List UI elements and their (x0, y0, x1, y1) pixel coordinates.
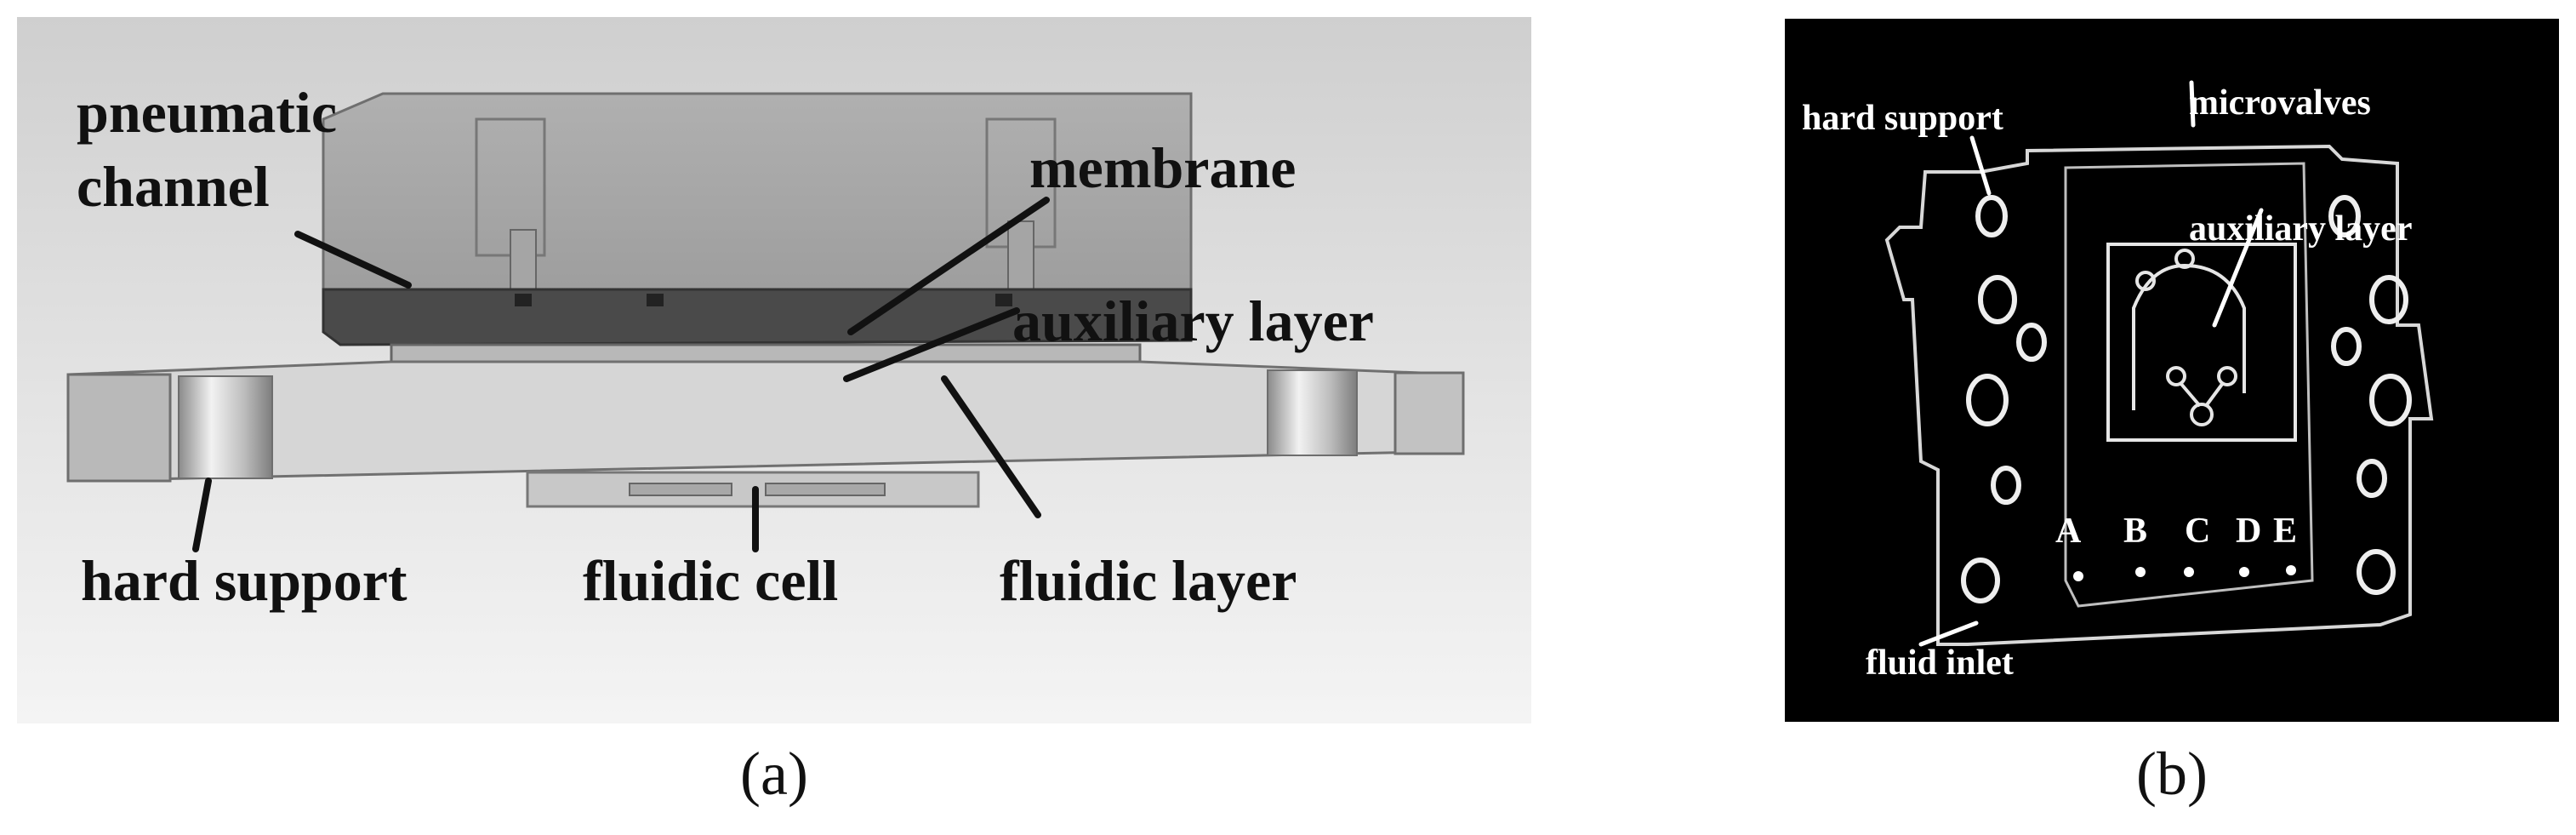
label-microvalves: microvalves (2189, 83, 2371, 123)
label-auxiliary-layer: auxiliary layer (1012, 289, 1374, 353)
label-auxiliary-layer-b: auxiliary layer (2189, 209, 2412, 249)
chip-outline (1884, 144, 2434, 646)
panel-a-cad-render: pneumatic channel membrane auxiliary lay… (17, 17, 1531, 723)
leader-auxiliary-layer-b (2212, 208, 2264, 328)
label-pneumatic-line1: pneumatic (77, 80, 337, 145)
label-inlet-e: E (2273, 512, 2297, 551)
mounting-holes (1961, 195, 2412, 603)
leader-membrane (847, 197, 1050, 335)
fluid-inlet-holes (2073, 565, 2296, 581)
cad-render-svg: pneumatic channel membrane auxiliary lay… (17, 17, 1531, 723)
leader-microvalves (2189, 80, 2196, 128)
label-inlet-a: A (2055, 512, 2082, 551)
label-pneumatic-line2: channel (77, 154, 270, 219)
label-hard-support-b: hard support (1802, 99, 2003, 138)
label-fluid-inlet: fluid inlet (1866, 643, 2014, 683)
label-inlet-b: B (2123, 512, 2147, 551)
label-fluidic-cell: fluidic cell (583, 548, 838, 613)
photo-leader-lines (1918, 80, 2264, 647)
panel-b-photo: hard support microvalves auxiliary layer… (1785, 19, 2559, 722)
label-membrane: membrane (1029, 135, 1296, 200)
caption-b: (b) (2136, 740, 2208, 808)
caption-a: (a) (740, 740, 808, 808)
leader-hard-support (192, 478, 212, 552)
chip-photo-svg: hard support microvalves auxiliary layer… (1785, 19, 2559, 722)
leader-lines (192, 197, 1050, 552)
leader-fluidic-layer (941, 375, 1041, 518)
label-inlet-c: C (2185, 512, 2210, 551)
auxiliary-window (2106, 243, 2297, 442)
label-fluidic-layer: fluidic layer (1000, 548, 1297, 613)
fluidic-base-plate (66, 360, 1465, 483)
label-hard-support: hard support (81, 548, 407, 613)
leader-pneumatic-channel (294, 231, 412, 289)
leader-auxiliary-layer (843, 307, 1020, 382)
leader-fluid-inlet (1918, 621, 1979, 647)
label-inlet-d: D (2236, 512, 2261, 551)
leader-hard-support-b (1969, 135, 1992, 196)
